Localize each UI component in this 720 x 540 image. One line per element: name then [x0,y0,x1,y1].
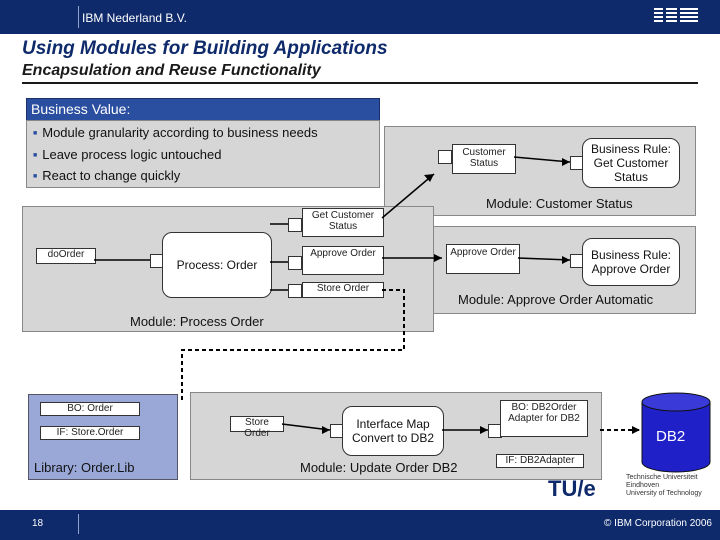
interface-map-box: Interface Map Convert to DB2 [342,406,444,456]
university-line: Eindhoven [626,482,660,489]
arrow-head [434,254,442,262]
connector-line [517,257,571,261]
business-rule-customer-status: Business Rule: Get Customer Status [582,138,680,188]
arrow-head [562,256,570,264]
import-port [288,218,302,232]
ibm-logo-icon [654,7,698,25]
approve-order-import: Approve Order [302,246,384,275]
customer-status-export: Customer Status [452,144,516,174]
page-number: 18 [32,518,44,529]
business-value-heading: Business Value: [26,98,380,122]
import-port [288,256,302,270]
connector-line [181,289,405,402]
db2-database-icon [641,392,711,473]
arrow-head [562,158,570,166]
footer-divider [78,514,79,534]
if-db2-adapter: IF: DB2Adapter [496,454,584,468]
business-value-bullet: Leave process logic untouched [33,147,221,162]
university-line: Technische Universiteit [626,474,698,481]
business-value-body: Module granularity according to business… [26,120,380,188]
copyright: © IBM Corporation 2006 [604,518,712,529]
do-order-export: doOrder [36,248,96,264]
title-rule [22,82,698,84]
tue-logo: TU/e [548,476,596,501]
university-name: Technische Universiteit Eindhoven Univer… [626,474,702,498]
module-customer-status-label: Module: Customer Status [486,196,633,211]
bo-order: BO: Order [40,402,140,416]
module-process-order-label: Module: Process Order [130,314,264,329]
university-line: University of Technology [626,490,702,497]
if-store-order: IF: Store.Order [40,426,140,440]
business-rule-approve-order: Business Rule: Approve Order [582,238,680,286]
arrow-head [322,426,330,434]
arrow-head [632,426,640,434]
db2-order-adapter: BO: DB2Order Adapter for DB2 [500,400,588,437]
slide-subtitle: Encapsulation and Reuse Functionality [22,62,321,79]
process-order-box: Process: Order [162,232,272,298]
arrow-head [480,426,488,434]
store-order-export: Store Order [230,416,284,439]
business-value-bullet: Module granularity according to business… [33,125,317,140]
company-name: IBM Nederland B.V. [82,11,187,25]
slide-title: Using Modules for Building Applications [22,38,388,59]
header-bar: IBM Nederland B.V. [0,0,720,34]
db2-label: DB2 [656,428,686,445]
business-value-bullet: React to change quickly [33,168,180,183]
get-customer-status-import: Get Customer Status [302,208,384,237]
module-approve-order-label: Module: Approve Order Automatic [458,292,654,307]
connector-line [513,156,571,163]
module-update-order-label: Module: Update Order DB2 [300,460,458,475]
header-divider [78,6,79,28]
approve-order-export: Approve Order [446,244,520,274]
business-value-heading-text: Business Value: [31,101,131,117]
import-port [288,284,302,298]
library-label: Library: Order.Lib [34,460,135,475]
footer-bar [0,510,720,540]
connector-line [381,173,435,219]
arrow-head [424,174,434,182]
export-port [438,150,452,164]
